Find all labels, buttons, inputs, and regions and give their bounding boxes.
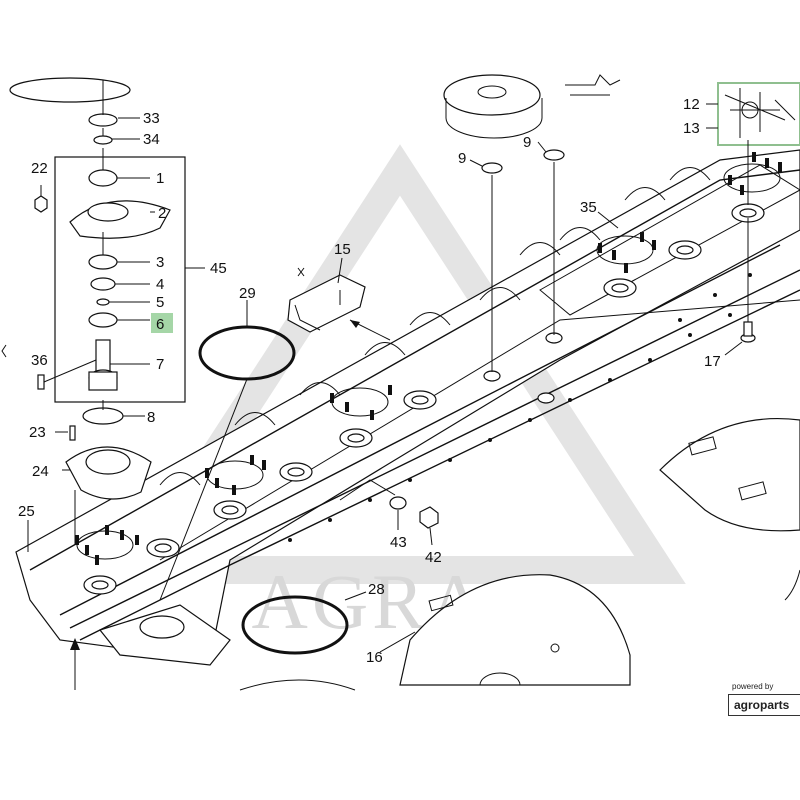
leader-lines: [70, 140, 756, 690]
gearbox-thumbnail: [717, 82, 800, 146]
callout-leaders: [27, 103, 743, 653]
badge-box: agroparts: [728, 694, 800, 716]
callout-23: 23: [29, 424, 46, 441]
callout-2: 2: [158, 205, 166, 222]
callout-25: 25: [18, 503, 35, 520]
callout-24: 24: [32, 463, 49, 480]
knife-plates: [399, 417, 800, 686]
callout-12: 12: [683, 96, 700, 113]
callout-3: 3: [156, 254, 164, 271]
callout-42: 42: [425, 549, 442, 566]
callout-6: 6: [156, 316, 164, 333]
callout-7: 7: [156, 356, 164, 373]
callout-22: 22: [31, 160, 48, 177]
callout-labels: 33 34 22 1 2 3 4 5 6 45 36 7 8 23 24 25 …: [18, 96, 721, 666]
callout-16: 16: [366, 649, 383, 666]
callout-28: 28: [368, 581, 385, 598]
part-15: [287, 267, 391, 341]
agroparts-badge[interactable]: powered by agroparts: [728, 682, 800, 718]
gearbox-stack: [34, 80, 186, 545]
callout-15: 15: [334, 241, 351, 258]
callout-9-left: 9: [458, 150, 466, 167]
badge-powered-by: powered by: [732, 682, 774, 691]
callout-1: 1: [156, 170, 164, 187]
edge-chevron-icon: [1, 344, 7, 358]
callout-29: 29: [239, 285, 256, 302]
callout-8: 8: [147, 409, 155, 426]
badge-brand: agroparts: [734, 698, 790, 712]
callout-43: 43: [390, 534, 407, 551]
callout-4: 4: [156, 276, 164, 293]
callout-33: 33: [143, 110, 160, 127]
callout-17: 17: [704, 353, 721, 370]
drive-gear: [9, 74, 621, 139]
callout-9-right: 9: [523, 134, 531, 151]
highlight-part-6: [151, 313, 173, 333]
callout-5: 5: [156, 294, 164, 311]
cutter-bar: [15, 149, 800, 666]
callout-36: 36: [31, 352, 48, 369]
callout-45: 45: [210, 260, 227, 277]
callout-34: 34: [143, 131, 160, 148]
callout-13: 13: [683, 120, 700, 137]
callout-35: 35: [580, 199, 597, 216]
